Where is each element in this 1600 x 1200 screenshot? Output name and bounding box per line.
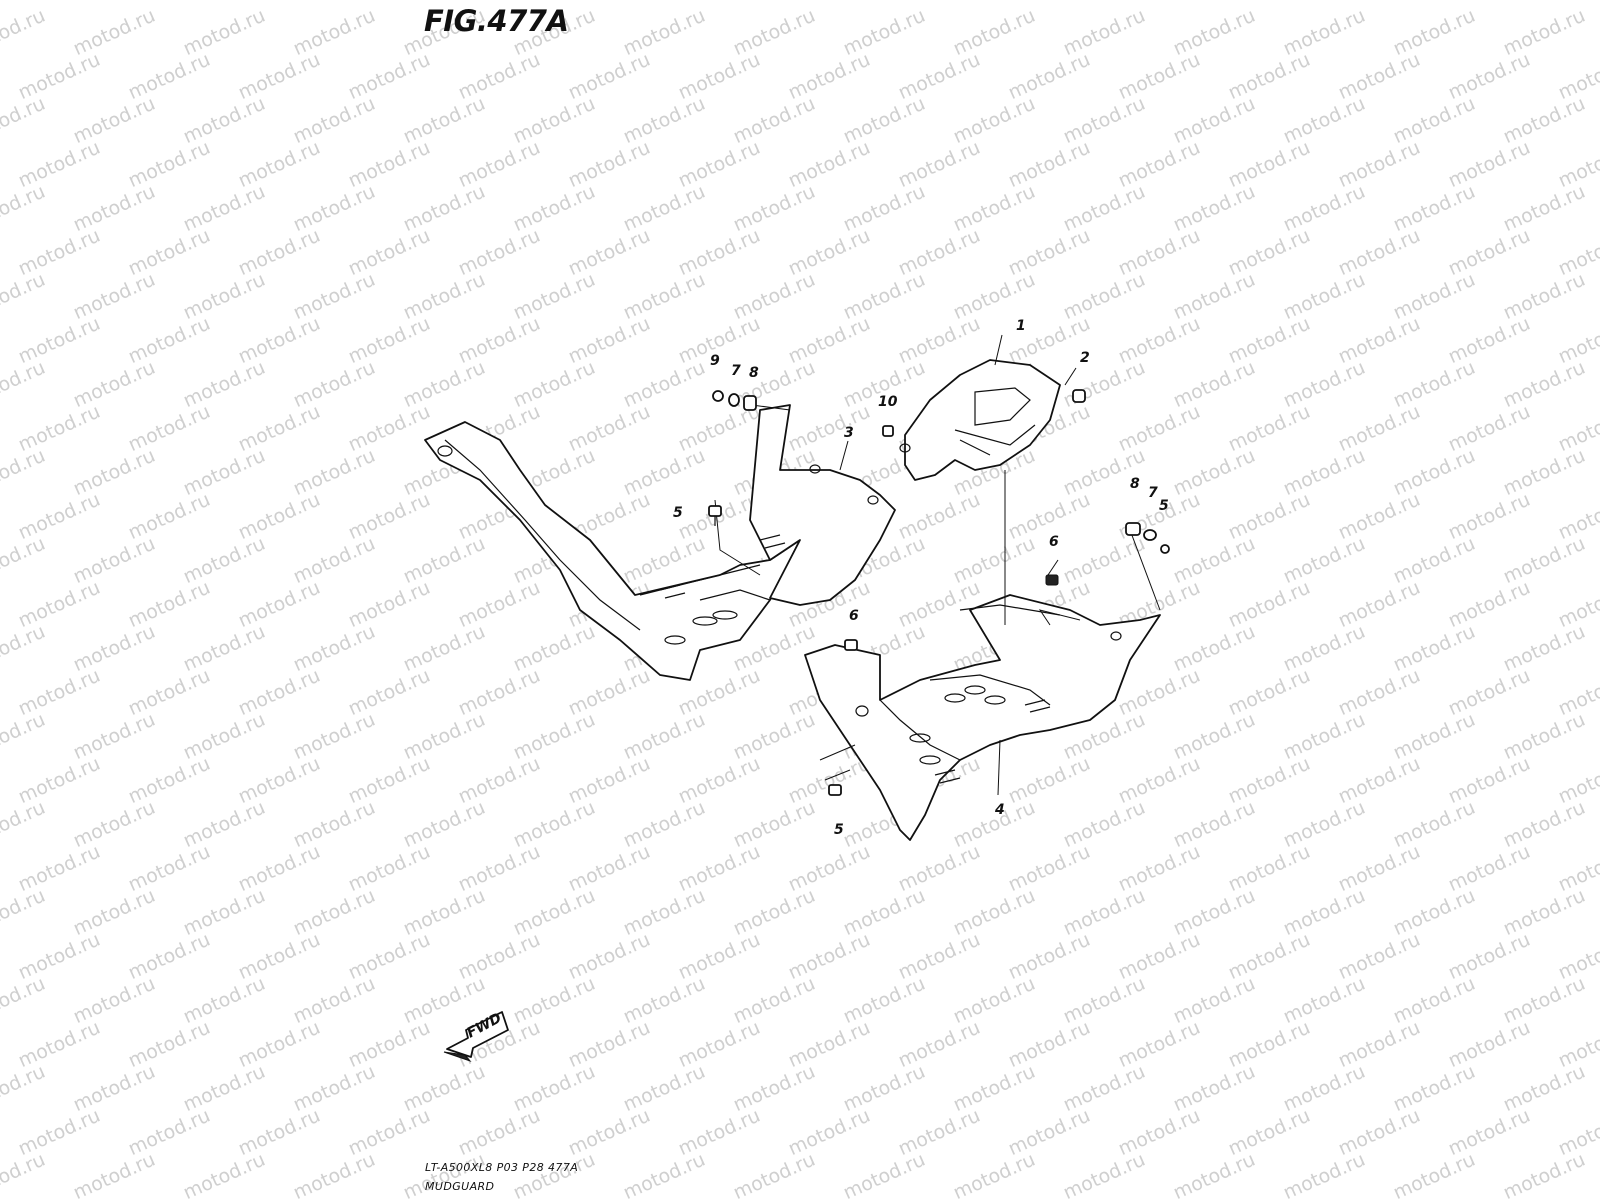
callout-7a: 7: [731, 363, 741, 379]
callout-6a: 6: [1049, 534, 1059, 550]
grommet-8-right[interactable]: [1125, 522, 1141, 536]
callout-8b: 8: [1130, 476, 1140, 492]
nut-2[interactable]: [1072, 389, 1086, 403]
callout-5b: 5: [1159, 498, 1169, 514]
figure-title: FIG.477A: [424, 4, 569, 38]
cover-part-1[interactable]: [899, 359, 1061, 481]
callout-1: 1: [1016, 318, 1026, 334]
callout-6b: 6: [849, 608, 859, 624]
footer-part-name: MUDGUARD: [425, 1180, 495, 1193]
callout-2: 2: [1080, 350, 1090, 366]
footer-model-code: LT-A500XL8 P03 P28 477A: [425, 1161, 579, 1174]
clip-6-lower[interactable]: [844, 639, 858, 651]
callout-7b: 7: [1148, 485, 1158, 501]
bolt-5-lower[interactable]: [828, 784, 842, 796]
callout-5c: 5: [834, 822, 844, 838]
callout-3: 3: [844, 425, 854, 441]
grommet-8[interactable]: [743, 395, 757, 411]
right-mudguard-part-4[interactable]: [804, 594, 1161, 841]
washer-7-right[interactable]: [1143, 529, 1157, 541]
callout-5a: 5: [673, 505, 683, 521]
clip-6-upper[interactable]: [1045, 574, 1059, 586]
nut-10[interactable]: [882, 425, 894, 437]
fastener-9[interactable]: [712, 390, 724, 402]
washer-7[interactable]: [728, 393, 740, 407]
callout-9: 9: [710, 353, 720, 369]
left-mudguard-part-3[interactable]: [424, 404, 896, 681]
forward-arrow-icon: FWD: [443, 1010, 509, 1063]
callout-4: 4: [994, 802, 1005, 818]
callout-8a: 8: [749, 365, 759, 381]
callout-10: 10: [878, 394, 898, 410]
bolt-5-right[interactable]: [1160, 544, 1170, 554]
bolt-5-left[interactable]: [708, 505, 722, 526]
